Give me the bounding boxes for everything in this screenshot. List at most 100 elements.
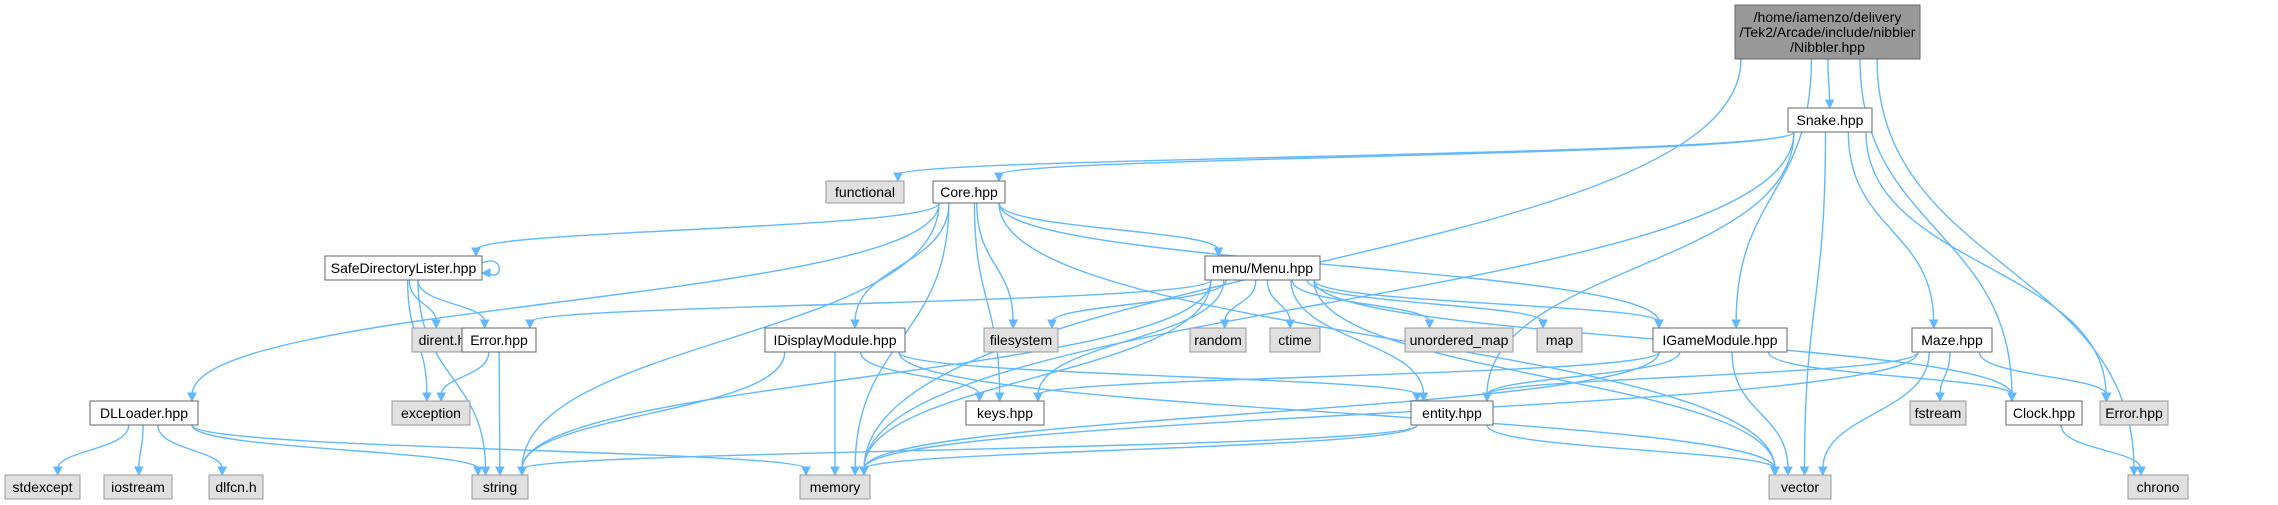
edges-layer [52, 58, 2146, 477]
edge-maze-to-fstream [1935, 351, 1951, 403]
node-box [799, 474, 871, 500]
node-ctime: ctime [1269, 327, 1321, 353]
node-label: string [483, 479, 517, 495]
edge-error-to-string [495, 351, 505, 477]
node-exception: exception [391, 400, 471, 426]
node-box [1909, 400, 1967, 426]
edge-nibbler-to-snake [1824, 58, 1835, 110]
edge-menu-to-error [525, 279, 1212, 330]
node-box [1787, 107, 1873, 133]
node-error[interactable]: Error.hpp [461, 327, 537, 353]
edge-entity-to-string [517, 424, 1418, 477]
node-box [1204, 255, 1321, 281]
edge-snake-to-errorhpp2 [1865, 131, 2111, 403]
node-box [2005, 400, 2083, 426]
node-box [1768, 474, 1832, 500]
edge-menu-to-entity [1290, 279, 1429, 403]
node-nibbler[interactable]: /home/iamenzo/delivery/Tek2/Arcade/inclu… [1734, 4, 1921, 60]
node-label: exception [401, 405, 461, 421]
node-label: map [1546, 332, 1573, 348]
edge-core-to-menu [998, 202, 1224, 258]
node-label: SafeDirectoryLister.hpp [331, 260, 477, 276]
node-string: string [471, 474, 529, 500]
node-box [764, 327, 906, 353]
edge-dllloader-to-stdexcept [52, 424, 130, 477]
node-label: Maze.hpp [1921, 332, 1983, 348]
node-fstream: fstream [1909, 400, 1967, 426]
node-keys[interactable]: keys.hpp [965, 400, 1045, 426]
edge-snake-to-maze [1847, 131, 1939, 330]
node-random: random [1189, 327, 1247, 353]
node-clock[interactable]: Clock.hpp [2005, 400, 2083, 426]
edge-core-to-safedir [471, 202, 940, 258]
node-label: IDisplayModule.hpp [774, 332, 897, 348]
node-box [2127, 474, 2189, 500]
node-snake[interactable]: Snake.hpp [1787, 107, 1873, 133]
node-label: dlfcn.h [215, 479, 256, 495]
edge-entity-to-vector [1486, 424, 1780, 477]
node-box [2099, 400, 2169, 426]
edge-core-to-filesystem [976, 202, 1019, 330]
node-box [461, 327, 537, 353]
node-box [1536, 327, 1583, 353]
node-safedir[interactable]: SafeDirectoryLister.hpp [324, 255, 483, 281]
node-map: map [1536, 327, 1583, 353]
edge-error-to-exception [436, 351, 490, 403]
node-filesystem: filesystem [983, 327, 1059, 353]
node-label: stdexcept [13, 479, 73, 495]
node-box [1189, 327, 1247, 353]
edge-dllloader-to-string [191, 424, 483, 477]
node-box [324, 255, 483, 281]
node-maze[interactable]: Maze.hpp [1911, 327, 1993, 353]
edge-menu-to-ctime [1266, 279, 1295, 330]
node-label: fstream [1915, 405, 1962, 421]
node-box [4, 474, 81, 500]
edge-snake-to-core [994, 131, 1795, 183]
edge-entity-to-memory [859, 424, 1418, 477]
node-label: chrono [2137, 479, 2180, 495]
edge-nibbler-to-igame [1731, 58, 1813, 330]
edge-idisplay-to-memory [830, 351, 840, 477]
node-vector: vector [1768, 474, 1832, 500]
node-iostream: iostream [103, 474, 173, 500]
node-menu[interactable]: menu/Menu.hpp [1204, 255, 1321, 281]
node-memory: memory [799, 474, 871, 500]
node-box [391, 400, 471, 426]
edge-core-to-keys [973, 202, 1005, 403]
node-label: menu/Menu.hpp [1212, 260, 1313, 276]
edge-safedir-to-dirent [408, 279, 442, 330]
node-box [1911, 327, 1993, 353]
edge-menu-to-random [1219, 279, 1257, 330]
node-core[interactable]: Core.hpp [932, 180, 1006, 204]
edge-igame-to-entity [1482, 351, 1681, 403]
edge-snake-to-vector [1799, 131, 1827, 477]
edge-dllloader-to-memory [191, 424, 811, 477]
node-box [932, 180, 1006, 204]
node-label: Snake.hpp [1797, 112, 1864, 128]
node-igame[interactable]: IGameModule.hpp [1652, 327, 1788, 353]
node-label: random [1194, 332, 1241, 348]
node-box [1404, 327, 1514, 353]
node-entity[interactable]: entity.hpp [1410, 400, 1494, 426]
node-label: Error.hpp [2105, 405, 2163, 421]
node-label: DLLoader.hpp [100, 405, 188, 421]
node-label: memory [810, 479, 861, 495]
edge-maze-to-vector [1817, 351, 1930, 477]
node-dlfcn: dlfcn.h [208, 474, 264, 500]
edge-menu-to-igame [1313, 279, 1664, 330]
node-label: dirent.h [419, 332, 466, 348]
node-label: /Tek2/Arcade/include/nibbler [1740, 24, 1916, 40]
node-idisplay[interactable]: IDisplayModule.hpp [764, 327, 906, 353]
edge-idisplay-to-entity [898, 351, 1422, 403]
node-unordered_map: unordered_map [1404, 327, 1514, 353]
edge-idisplay-to-string [517, 351, 786, 477]
node-label: keys.hpp [977, 405, 1033, 421]
node-functional: functional [825, 180, 905, 204]
node-dllloader[interactable]: DLLoader.hpp [89, 400, 199, 426]
node-box [983, 327, 1059, 353]
node-box [1652, 327, 1788, 353]
edge-maze-to-errorhpp2 [1978, 351, 2112, 403]
node-label: /Nibbler.hpp [1790, 39, 1865, 55]
node-box [1410, 400, 1494, 426]
